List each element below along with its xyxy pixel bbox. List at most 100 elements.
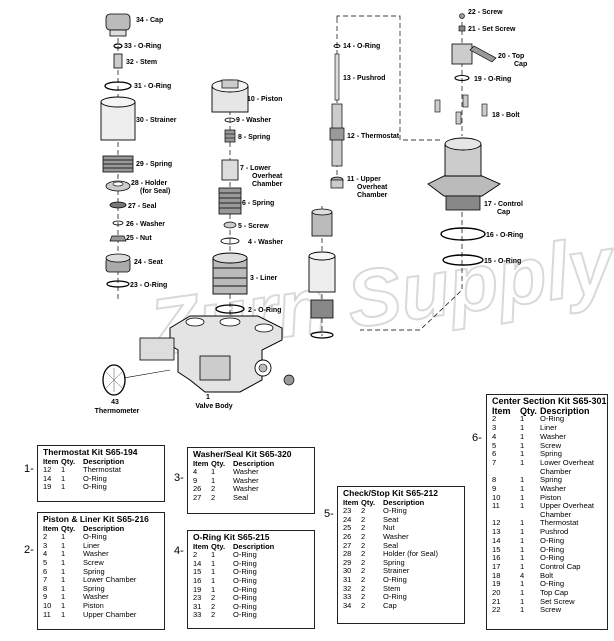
description-cell: Screw [540,605,562,615]
item-cell: 8 [43,583,48,593]
description-cell: O-Ring [383,506,407,516]
description-cell: O-Ring [540,414,565,424]
oring-part [442,254,484,266]
item-cell: 2 [43,532,48,542]
item-cell: 17 [492,561,501,571]
callout-20: 20 - Top [498,53,524,60]
callout-19: 19 - O-Ring [474,76,511,83]
kit-title: Thermostat Kit S65-194 [43,447,138,457]
description-cell: Cap [383,600,397,610]
thermometer-part [102,364,171,396]
cap-part [105,13,131,37]
bolt-parts [434,94,488,125]
item-cell: 4 [492,431,497,441]
qty-cell: 1 [520,544,525,554]
callout-16: 16 - O-Ring [486,232,523,239]
callout-23: 23 - O-Ring [130,282,167,289]
qty-cell: 1 [211,550,216,560]
callout-31: 31 - O-Ring [134,83,171,90]
qty-cell: 1 [520,440,525,450]
item-cell: 10 [43,600,52,610]
qty-cell: 1 [61,592,66,602]
seat-part [105,253,131,273]
spring-part [102,155,134,173]
qty-cell: 2 [361,514,366,524]
item-cell: 11 [492,501,500,511]
oring-part [215,304,245,314]
qty-cell: 1 [61,566,66,576]
qty-cell: 1 [211,558,216,568]
valve-body-part [139,315,283,393]
kit-number-6: 6- [472,432,482,444]
item-cell: 3 [492,423,497,433]
item-cell: 2 [193,550,198,560]
callout-32: 32 - Stem [126,59,157,66]
item-cell: 9 [193,475,198,485]
description-cell: O-Ring [233,593,257,603]
description-cell: Piston [83,600,104,610]
washer-seal-kit-table: Washer/Seal Kit S65-320 Item Qty. Descri… [187,447,315,514]
top-cap-part [451,43,497,65]
description-cell: Pushrod [540,527,569,537]
table-row: 26 2 Washer [193,485,310,494]
description-cell: Bolt [540,570,554,580]
pushrod-part [334,53,340,101]
oring-part [454,74,470,82]
callout-43: 43 [111,399,119,406]
cylinder-part [308,251,336,293]
callout-13: 13 - Pushrod [343,75,385,82]
item-cell: 27 [193,492,202,502]
qty-cell: 1 [520,527,525,537]
description-cell: Seat [383,514,399,524]
kit-header: Item Qty. Description [492,405,590,416]
kit-header: Item Qty. Description [343,497,425,507]
qty-cell: 1 [520,588,525,598]
description-cell: Washer [233,475,259,485]
oring-part [333,44,341,48]
upper-chamber-part [311,208,333,237]
callout-6: 6 - Spring [242,200,274,207]
qty-cell: 1 [520,605,525,615]
description-cell: Washer [233,484,259,494]
item-cell: 11 [43,609,51,619]
item-cell: 27 [343,540,352,550]
qty-cell: 1 [520,553,525,563]
qty-cell: 2 [361,549,366,559]
callout-26: 26 - Washer [126,221,165,228]
qty-cell: 2 [361,523,366,533]
item-cell: 10 [492,492,501,502]
callout-10: 10 - Piston [247,96,282,103]
item-cell: 26 [193,484,202,494]
callouts-body: 43 Thermometer 1 Valve Body [95,394,233,415]
qty-cell: 1 [520,414,525,424]
qty-cell: 2 [211,484,216,494]
kit-header: Item Qty. Description [43,523,125,533]
callout-14: 14 - O-Ring [343,43,380,50]
qty-cell: 2 [211,610,216,620]
description-cell: O-Ring [233,584,257,594]
description-cell: Screw [540,440,562,450]
item-cell: 12 [492,518,501,528]
description-cell: O-Ring [233,558,257,568]
piston-part [211,79,249,113]
description-cell: Seal [383,540,399,550]
description-cell: Screw [83,557,104,567]
item-cell: 14 [193,558,202,568]
